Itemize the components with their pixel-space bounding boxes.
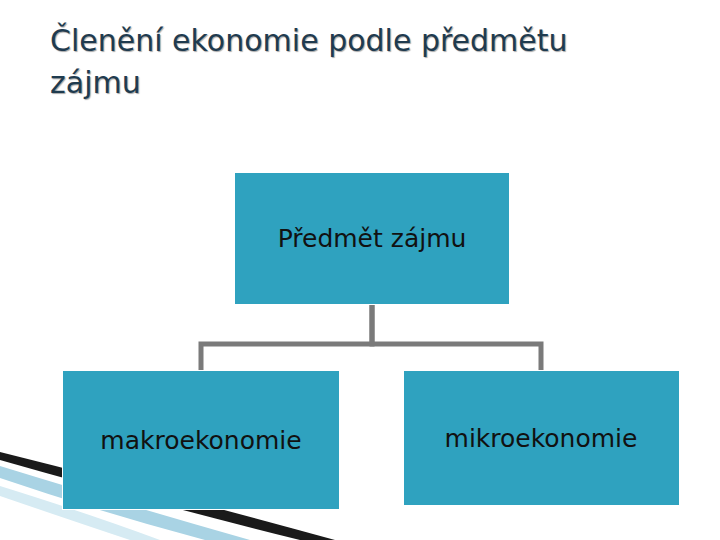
tree-connector bbox=[372, 305, 541, 370]
topic-box: Předmět zájmu bbox=[234, 172, 510, 305]
box-label: mikroekonomie bbox=[445, 424, 638, 453]
box-label: Předmět zájmu bbox=[278, 224, 467, 253]
box-label: makroekonomie bbox=[100, 426, 301, 455]
topic-box: makroekonomie bbox=[62, 370, 340, 510]
slide-title: Členění ekonomie podle předmětu zájmu bbox=[50, 20, 570, 104]
tree-connector bbox=[201, 305, 372, 370]
topic-box: mikroekonomie bbox=[403, 370, 680, 506]
